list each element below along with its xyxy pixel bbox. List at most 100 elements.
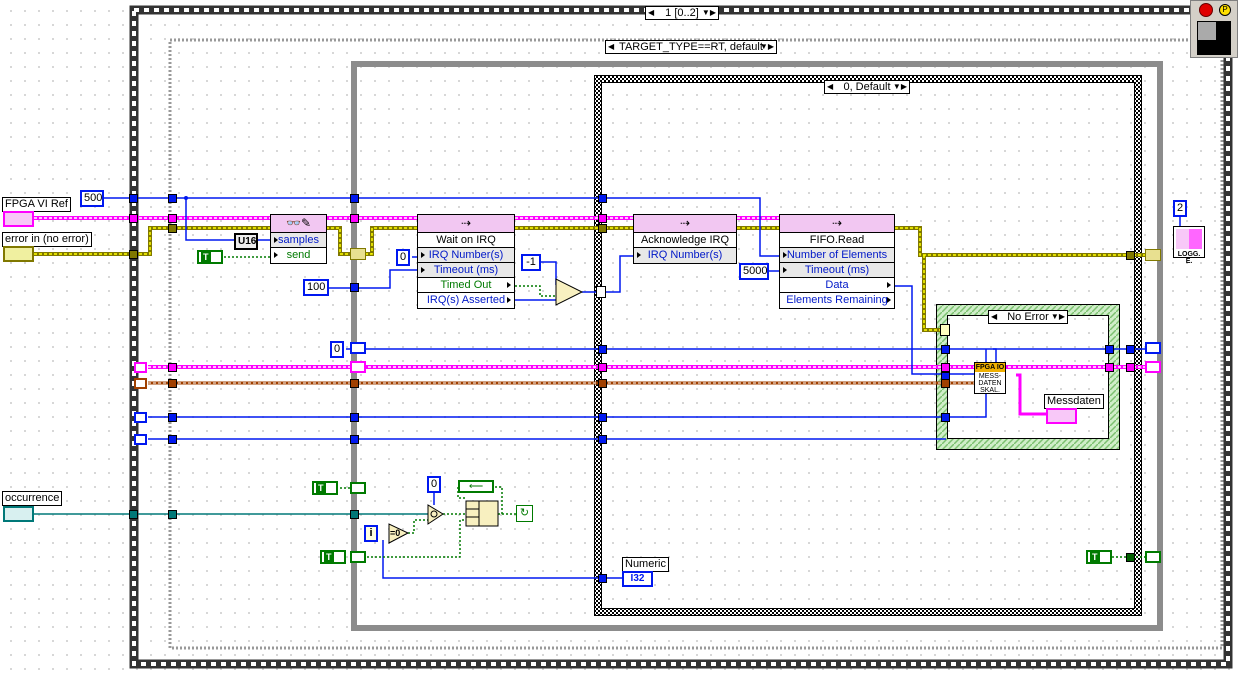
control-terminal[interactable] [134, 378, 147, 389]
param-timeout[interactable]: Timeout (ms) [780, 263, 894, 278]
subvi-body: MESS-DATEN SKAL. [978, 373, 1002, 394]
compound-and-function[interactable] [465, 500, 499, 527]
case-selector-terminal[interactable] [596, 286, 606, 298]
tunnel [598, 413, 607, 422]
shift-register-right[interactable] [1145, 361, 1161, 373]
param-irq-number[interactable]: IRQ Number(s) [418, 248, 514, 263]
tunnel [168, 435, 177, 444]
stop-terminal[interactable] [350, 482, 366, 494]
equal-zero-label: =0 [390, 528, 401, 538]
error-case-selector[interactable]: ◀No Error▼▶ [988, 310, 1068, 324]
feedback-node-icon[interactable]: ⟵ [458, 480, 494, 493]
messdaten-indicator[interactable] [1046, 408, 1077, 424]
shift-register-left[interactable] [350, 248, 366, 260]
tunnel [129, 250, 138, 259]
param-data[interactable]: Data [780, 278, 894, 293]
tunnel [129, 194, 138, 203]
control-terminal[interactable] [134, 412, 147, 423]
fifo-read-node[interactable]: ⇢ FIFO.Read Number of Elements Timeout (… [779, 214, 895, 309]
equal-zero-function[interactable] [388, 523, 410, 544]
constant-shift-0[interactable]: 0 [330, 341, 345, 358]
tools-palette[interactable]: P [1190, 0, 1238, 58]
tunnel [941, 363, 950, 372]
tunnel [1105, 345, 1114, 354]
property-send[interactable]: send [271, 248, 326, 263]
inner-case-selector[interactable]: ◀0, Default▼▶ [824, 80, 910, 94]
error-in-terminal[interactable] [3, 246, 34, 262]
inner-case-structure[interactable] [594, 75, 1142, 616]
param-number-of-elements[interactable]: Number of Elements [780, 248, 894, 263]
shift-register-left[interactable] [350, 342, 366, 354]
tunnel [941, 345, 950, 354]
shift-register-right[interactable] [1145, 249, 1161, 261]
or-function[interactable] [427, 504, 444, 525]
bool-label: T [316, 483, 326, 493]
error-case-structure[interactable] [936, 304, 1120, 450]
fpga-vi-ref-terminal[interactable] [3, 211, 34, 227]
tunnel [1126, 251, 1135, 260]
tunnel [168, 214, 177, 223]
shift-register-right[interactable] [1145, 551, 1161, 563]
param-timed-out[interactable]: Timed Out [418, 278, 514, 293]
color-tool-icon[interactable] [1197, 21, 1231, 55]
true-constant[interactable]: T [197, 250, 223, 264]
tunnel [168, 363, 177, 372]
param-timeout[interactable]: Timeout (ms) [418, 263, 514, 278]
param-irqs-asserted[interactable]: IRQ(s) Asserted [418, 293, 514, 308]
messdaten-skal-subvi[interactable]: FPGA IO MESS-DATEN SKAL. [974, 362, 1006, 394]
constant-2[interactable]: 2 [1173, 200, 1188, 217]
constant-irq-0[interactable]: 0 [396, 249, 411, 266]
bool-label: T [1090, 552, 1100, 562]
while-loop[interactable] [351, 61, 1163, 631]
selector-label: 0, Default [843, 81, 891, 93]
logg-subvi[interactable]: LOGG. E. [1173, 226, 1205, 265]
control-terminal[interactable] [134, 362, 147, 373]
property-samples[interactable]: samples [271, 233, 326, 248]
shift-register-left[interactable] [350, 361, 366, 373]
property-node[interactable]: 👓✎ samples send [270, 214, 327, 264]
probe-icon[interactable]: P [1219, 4, 1231, 16]
tunnel [168, 413, 177, 422]
param-elements-remaining[interactable]: Elements Remaining [780, 293, 894, 308]
u16-conversion[interactable]: U16 [234, 233, 258, 250]
select-function[interactable] [555, 278, 584, 306]
constant-5000[interactable]: 5000 [739, 263, 769, 280]
invoke-method-icon: ⇢ [418, 215, 514, 233]
wire-junction [184, 196, 188, 200]
true-constant[interactable]: T [312, 481, 338, 495]
tunnel [350, 379, 359, 388]
numeric-indicator[interactable]: I32 [622, 571, 653, 587]
acknowledge-irq-node[interactable]: ⇢ Acknowledge IRQ IRQ Number(s) [633, 214, 737, 264]
control-terminal[interactable] [134, 434, 147, 445]
stacked-sequence-structure[interactable] [129, 5, 1233, 669]
tunnel [598, 435, 607, 444]
true-constant[interactable]: T [1086, 550, 1112, 564]
abort-icon[interactable] [1199, 3, 1213, 17]
shift-register-left[interactable] [350, 551, 366, 563]
conditional-case-selector[interactable]: ◀TARGET_TYPE==RT, default▼▶ [605, 40, 777, 54]
selector-label: No Error [1007, 311, 1049, 323]
constant-compare-0[interactable]: 0 [427, 476, 442, 493]
loop-condition-icon[interactable]: ↻ [516, 505, 533, 522]
wait-on-irq-node[interactable]: ⇢ Wait on IRQ IRQ Number(s) Timeout (ms)… [417, 214, 515, 309]
bool-label: T [324, 552, 334, 562]
shift-register-right[interactable] [1145, 342, 1161, 354]
messdaten-label: Messdaten [1044, 394, 1104, 409]
sequence-frame-selector[interactable]: ◀1 [0..2]▼▶ [645, 6, 719, 20]
subvi-header: FPGA IO [975, 363, 1005, 372]
constant-500[interactable]: 500 [80, 190, 104, 207]
occurrence-terminal[interactable] [3, 506, 34, 522]
error-case-selector-terminal[interactable] [940, 324, 950, 336]
param-irq-number[interactable]: IRQ Number(s) [634, 248, 736, 263]
tunnel [1126, 345, 1135, 354]
occurrence-label: occurrence [2, 491, 63, 506]
glasses-pencil-icon: 👓✎ [271, 215, 326, 233]
tunnel [350, 510, 359, 519]
tunnel [598, 194, 607, 203]
iteration-terminal[interactable]: i [364, 525, 378, 542]
tunnel [350, 214, 359, 223]
constant-100[interactable]: 100 [303, 279, 329, 296]
true-constant[interactable]: T [320, 550, 346, 564]
constant-minus-1[interactable]: -1 [521, 254, 541, 271]
